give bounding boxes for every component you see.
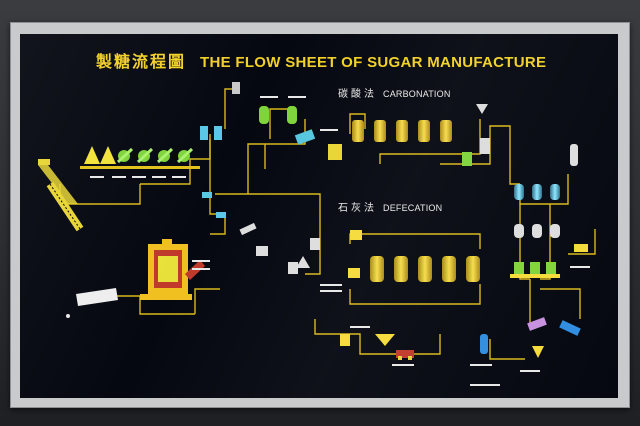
flow-sheet-panel: 製糖流程圖 THE FLOW SHEET OF SUGAR MANUFACTURE… — [20, 34, 618, 398]
title-chinese: 製糖流程圖 — [96, 52, 187, 71]
evaporator-icon — [514, 144, 588, 252]
carbonation-label-chinese: 碳酸法 — [338, 89, 377, 100]
filter-press-icon — [340, 334, 414, 360]
carbonation-tank-icon — [259, 104, 490, 166]
defecation-label-chinese: 石灰法 — [338, 203, 377, 214]
section-defecation: 石灰法 DEFECATION — [338, 198, 442, 216]
page-title: 製糖流程圖 THE FLOW SHEET OF SUGAR MANUFACTURE — [96, 48, 546, 72]
process-diagram — [38, 82, 596, 386]
section-carbonation: 碳酸法 CARBONATION — [338, 84, 451, 102]
centrifugal-icon — [480, 317, 581, 358]
carbonation-label-english: CARBONATION — [383, 89, 451, 99]
small-labels — [90, 96, 590, 386]
defecation-label-english: DEFECATION — [383, 203, 443, 213]
vacuum-pan-icon — [510, 262, 560, 278]
sugar-bin-icon — [66, 288, 118, 318]
defecation-tank-icon — [239, 222, 480, 282]
title-english: THE FLOW SHEET OF SUGAR MANUFACTURE — [200, 54, 547, 71]
boiler-furnace-icon — [140, 239, 205, 300]
cane-carrier-icon — [38, 159, 84, 232]
mill-roller-icon — [80, 146, 200, 169]
pipe-network — [59, 88, 596, 360]
juice-heater-icon — [200, 82, 240, 218]
